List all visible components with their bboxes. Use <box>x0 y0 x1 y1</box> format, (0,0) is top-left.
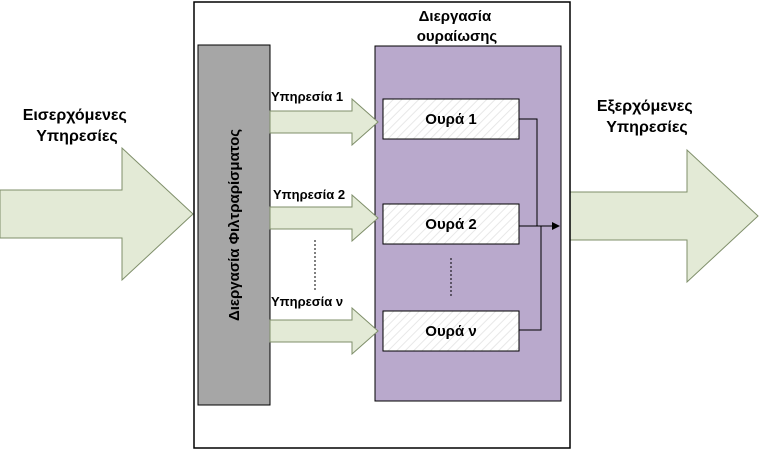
queue-box-n <box>382 310 520 352</box>
queue-label-n: Ουρά ν <box>425 323 476 340</box>
incoming-arrow <box>0 146 194 282</box>
outgoing-arrow <box>567 148 759 284</box>
service-arrow-1 <box>269 97 379 147</box>
queue-box-2 <box>382 203 520 245</box>
queue-label-1: Ουρά 1 <box>425 111 476 128</box>
service-arrow-2 <box>269 193 379 243</box>
service-label-n: Υπηρεσία ν <box>271 294 343 309</box>
service-label-2: Υπηρεσία 2 <box>273 187 345 202</box>
queue-box-1 <box>382 98 520 140</box>
queue-connectors <box>519 118 560 331</box>
service-arrow-n <box>269 306 379 356</box>
queue-label-2: Ουρά 2 <box>425 216 476 233</box>
service-label-1: Υπηρεσία 1 <box>271 89 343 104</box>
filter-process-block <box>197 44 271 406</box>
queue-process-title: Διεργασία ουραίωσης <box>417 8 498 45</box>
outgoing-label: Εξερχόμενες Υπηρεσίες <box>597 98 697 136</box>
filter-process-label: Διεργασία Φιλτραρίσματος <box>226 129 243 321</box>
incoming-label: Εισερχόμενες Υπηρεσίες <box>23 107 132 145</box>
